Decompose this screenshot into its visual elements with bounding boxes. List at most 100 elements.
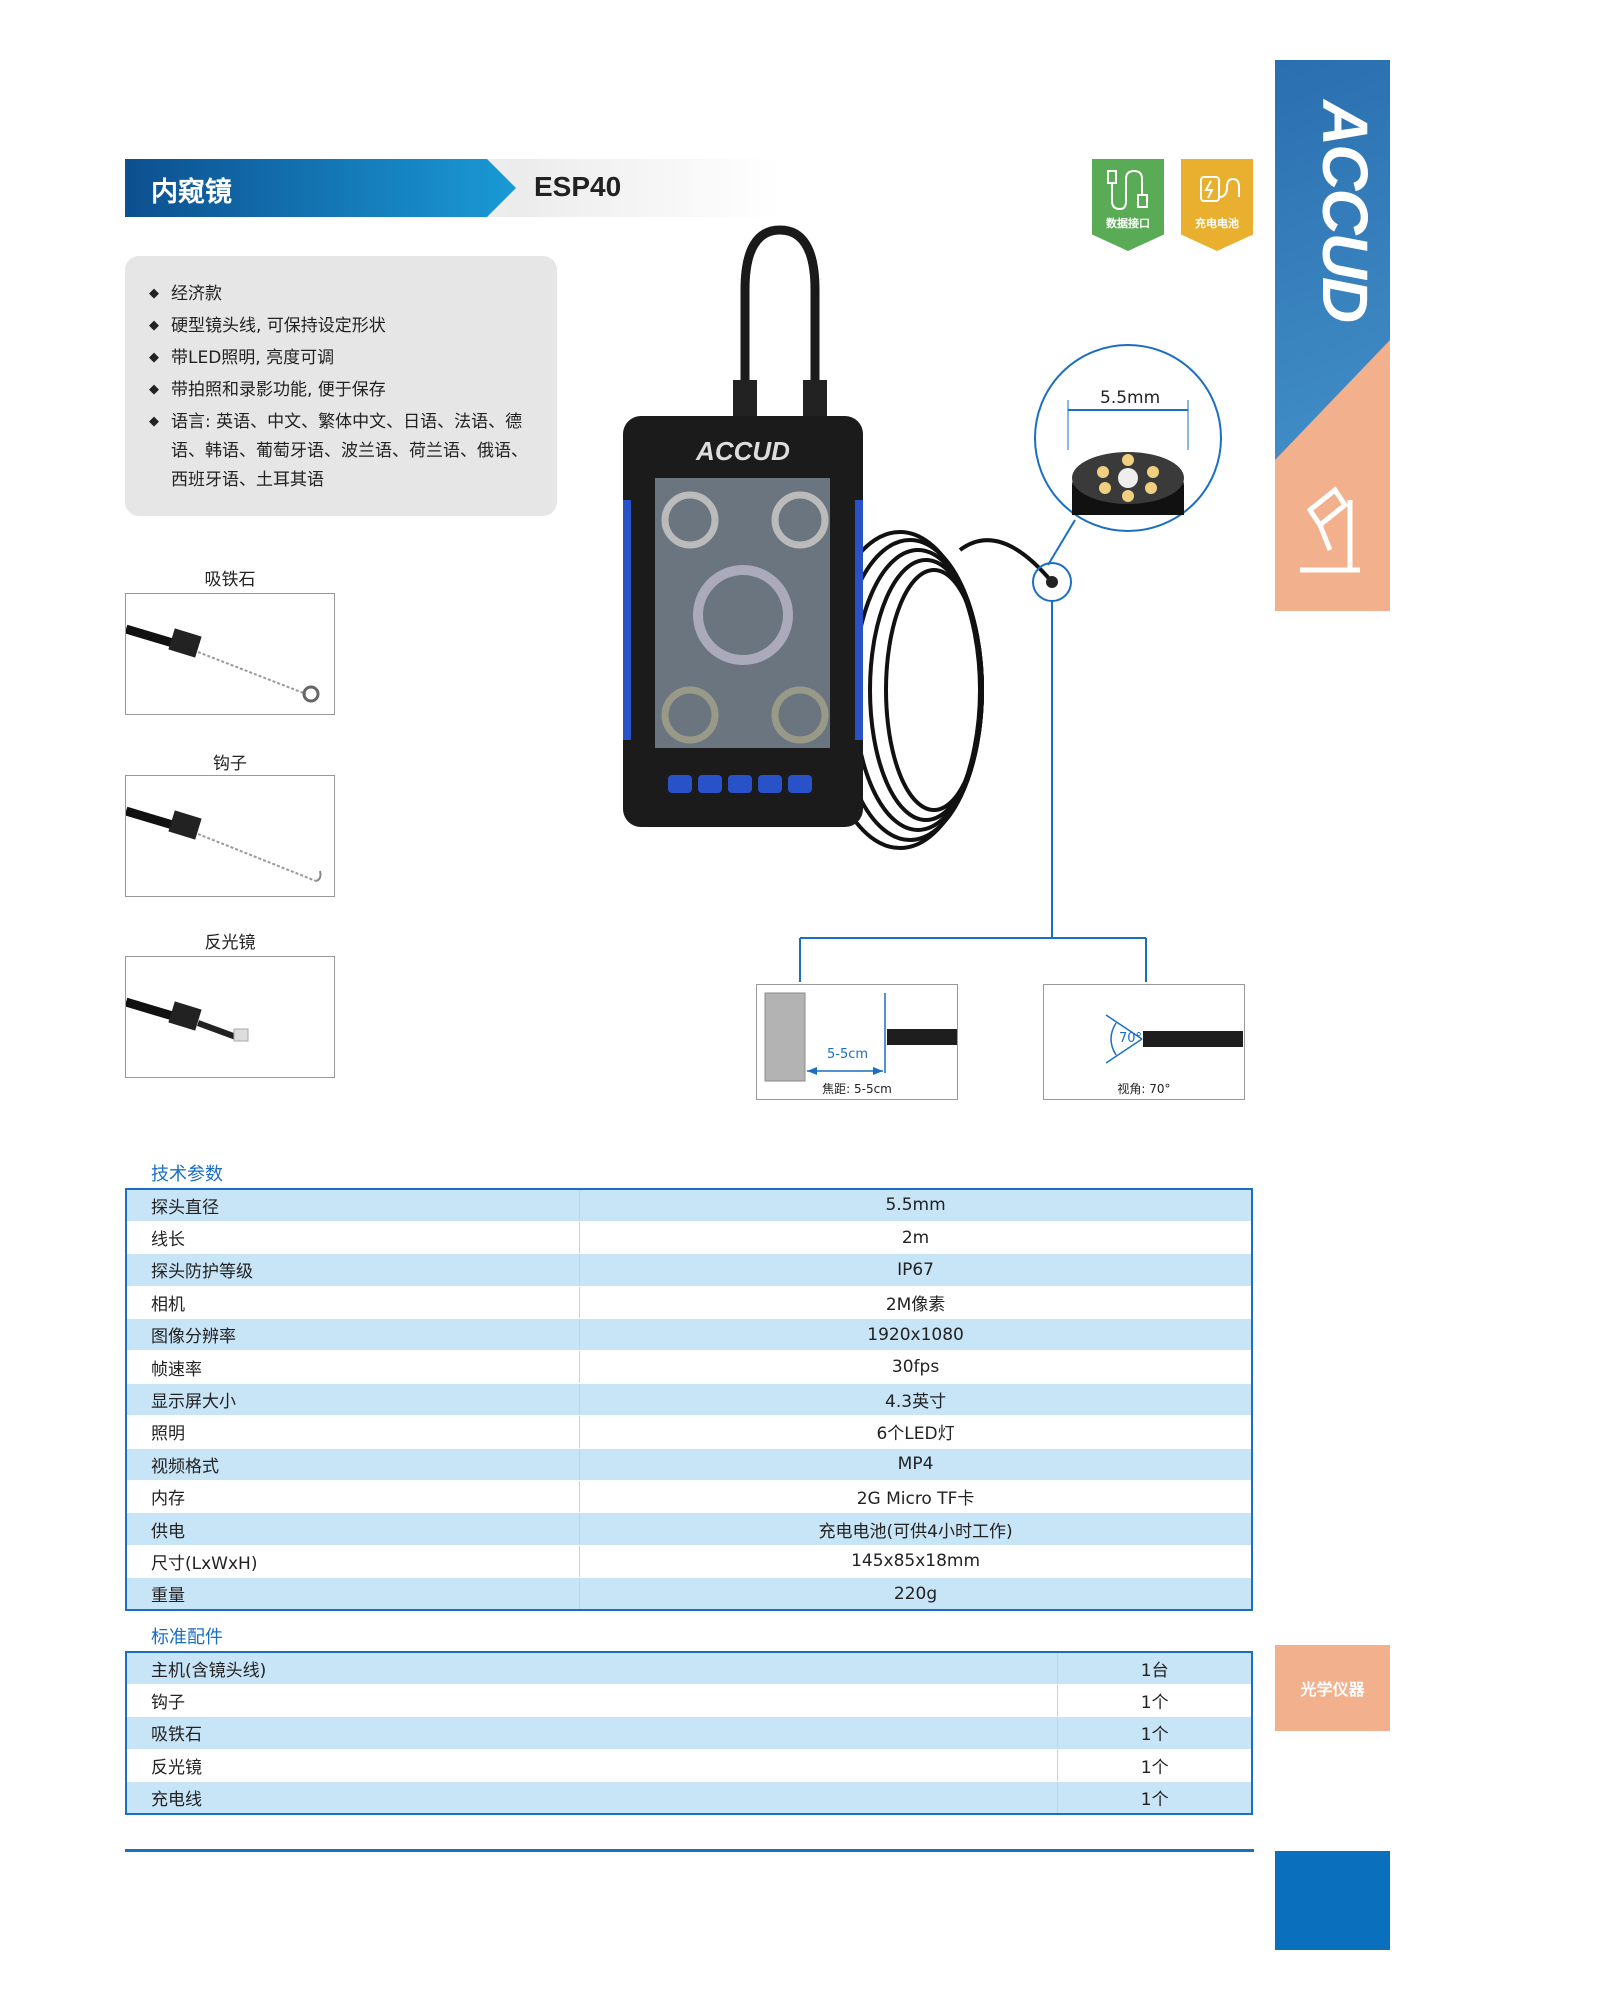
- spec-value: MP4: [579, 1448, 1252, 1482]
- spec-label: 视频格式: [126, 1448, 580, 1482]
- category-banner: 内窥镜: [125, 159, 516, 217]
- spec-label: 反光镜: [126, 1749, 1058, 1783]
- table-row: 供电充电电池(可供4小时工作): [126, 1512, 1252, 1546]
- spec-label: 内存: [126, 1480, 580, 1514]
- spec-value: 4.3英寸: [579, 1383, 1252, 1417]
- feature-item: ◆语言: 英语、中文、繁体中文、日语、法语、德语、韩语、葡萄牙语、波兰语、荷兰语…: [149, 406, 533, 495]
- footer-divider: [125, 1849, 1254, 1852]
- focus-distance-diagram: 5-5cm 焦距: 5-5cm: [756, 984, 958, 1100]
- data-interface-badge: 数据接口: [1092, 159, 1164, 251]
- mirror-tip-icon: [124, 997, 249, 1042]
- spec-value: 1920x1080: [579, 1318, 1252, 1352]
- focus-distance-value: 5-5cm: [827, 1047, 869, 1062]
- spec-value: 6个LED灯: [579, 1415, 1252, 1449]
- focus-caption: 焦距: 5-5cm: [822, 1082, 892, 1096]
- bullet-icon: ◆: [149, 318, 159, 333]
- device-brand-logo: ACCUD: [695, 436, 790, 466]
- spec-value: 2G Micro TF卡: [579, 1480, 1252, 1514]
- microscope-icon: [1300, 486, 1360, 573]
- spec-label: 探头直径: [126, 1189, 580, 1222]
- specs-title: 技术参数: [151, 1164, 223, 1185]
- probe-diameter-label: 5.5mm: [1100, 388, 1161, 408]
- spec-label: 照明: [126, 1415, 580, 1449]
- bullet-icon: ◆: [149, 286, 159, 301]
- connector-lines: [799, 601, 1147, 982]
- accessory-label-magnet: 吸铁石: [204, 570, 256, 590]
- spec-label: 供电: [126, 1512, 580, 1546]
- spec-label: 显示屏大小: [126, 1383, 580, 1417]
- spec-label: 充电线: [126, 1781, 1058, 1815]
- spec-label: 图像分辨率: [126, 1318, 580, 1352]
- bullet-icon: ◆: [149, 382, 159, 397]
- side-brand-logo: ACCUD: [1309, 100, 1381, 322]
- spec-label: 探头防护等级: [126, 1253, 580, 1287]
- spec-label: 主机(含镜头线): [126, 1652, 1058, 1685]
- rechargeable-battery-badge: 充电电池: [1181, 159, 1253, 251]
- spec-label: 帧速率: [126, 1350, 580, 1384]
- accessories-title: 标准配件: [151, 1627, 223, 1648]
- category-title: 内窥镜: [151, 177, 232, 208]
- hook-tip-image: [124, 775, 335, 897]
- spec-value: 2M像素: [579, 1286, 1252, 1320]
- spec-value: 145x85x18mm: [579, 1545, 1252, 1579]
- model-name: ESP40: [534, 171, 622, 202]
- view-angle-diagram: 70° 视角: 70°: [1043, 984, 1245, 1100]
- cable-loop: [740, 225, 820, 420]
- spec-value: 1个: [1057, 1781, 1252, 1815]
- usb-cable-icon: [1107, 169, 1148, 211]
- spec-value: 1个: [1057, 1684, 1252, 1718]
- probe-icon: [1143, 1031, 1243, 1047]
- accessory-label-mirror: 反光镜: [204, 933, 256, 953]
- bullet-icon: ◆: [149, 414, 159, 429]
- accessory-label-hook: 钩子: [213, 754, 247, 774]
- table-row: 主机(含镜头线)1台: [126, 1652, 1252, 1685]
- feature-item: ◆硬型镜头线, 可保持设定形状: [149, 310, 533, 342]
- spec-value: 2m: [579, 1221, 1252, 1255]
- section-tab-optical-instruments[interactable]: 光学仪器: [1275, 1645, 1390, 1731]
- spec-label: 吸铁石: [126, 1716, 1058, 1750]
- spec-label: 相机: [126, 1286, 580, 1320]
- charging-battery-icon: [1200, 176, 1240, 202]
- magnet-tip-image: [124, 593, 335, 715]
- feature-item: ◆经济款: [149, 278, 533, 310]
- brand-side-strip: ACCUD: [1275, 60, 1390, 611]
- device-screen: [655, 478, 830, 748]
- hook-tip-icon: [124, 806, 322, 882]
- feature-item: ◆带LED照明, 亮度可调: [149, 342, 533, 374]
- endoscope-device-illustration: ACCUD: [623, 225, 1222, 982]
- magnet-tip-icon: [124, 624, 320, 703]
- spec-label: 线长: [126, 1221, 580, 1255]
- feature-item: ◆带拍照和录影功能, 便于保存: [149, 374, 533, 406]
- spec-value: 1个: [1057, 1749, 1252, 1783]
- table-row: 尺寸(LxWxH)145x85x18mm: [126, 1545, 1252, 1579]
- footer-block: [1275, 1851, 1390, 1950]
- spec-value: 1个: [1057, 1716, 1252, 1750]
- spec-value: 5.5mm: [579, 1189, 1252, 1222]
- probe-icon: [887, 1029, 957, 1045]
- view-angle-caption: 视角: 70°: [1117, 1082, 1171, 1096]
- spec-value: 220g: [579, 1577, 1252, 1611]
- spec-value: 1台: [1057, 1652, 1252, 1685]
- feature-list: ◆经济款 ◆硬型镜头线, 可保持设定形状 ◆带LED照明, 亮度可调 ◆带拍照和…: [125, 256, 557, 516]
- spec-label: 钩子: [126, 1684, 1058, 1718]
- title-banner: 内窥镜 ESP40: [125, 159, 781, 217]
- mirror-tip-image: [124, 956, 335, 1078]
- view-angle-value: 70°: [1119, 1031, 1143, 1046]
- spec-value: 充电电池(可供4小时工作): [579, 1512, 1252, 1546]
